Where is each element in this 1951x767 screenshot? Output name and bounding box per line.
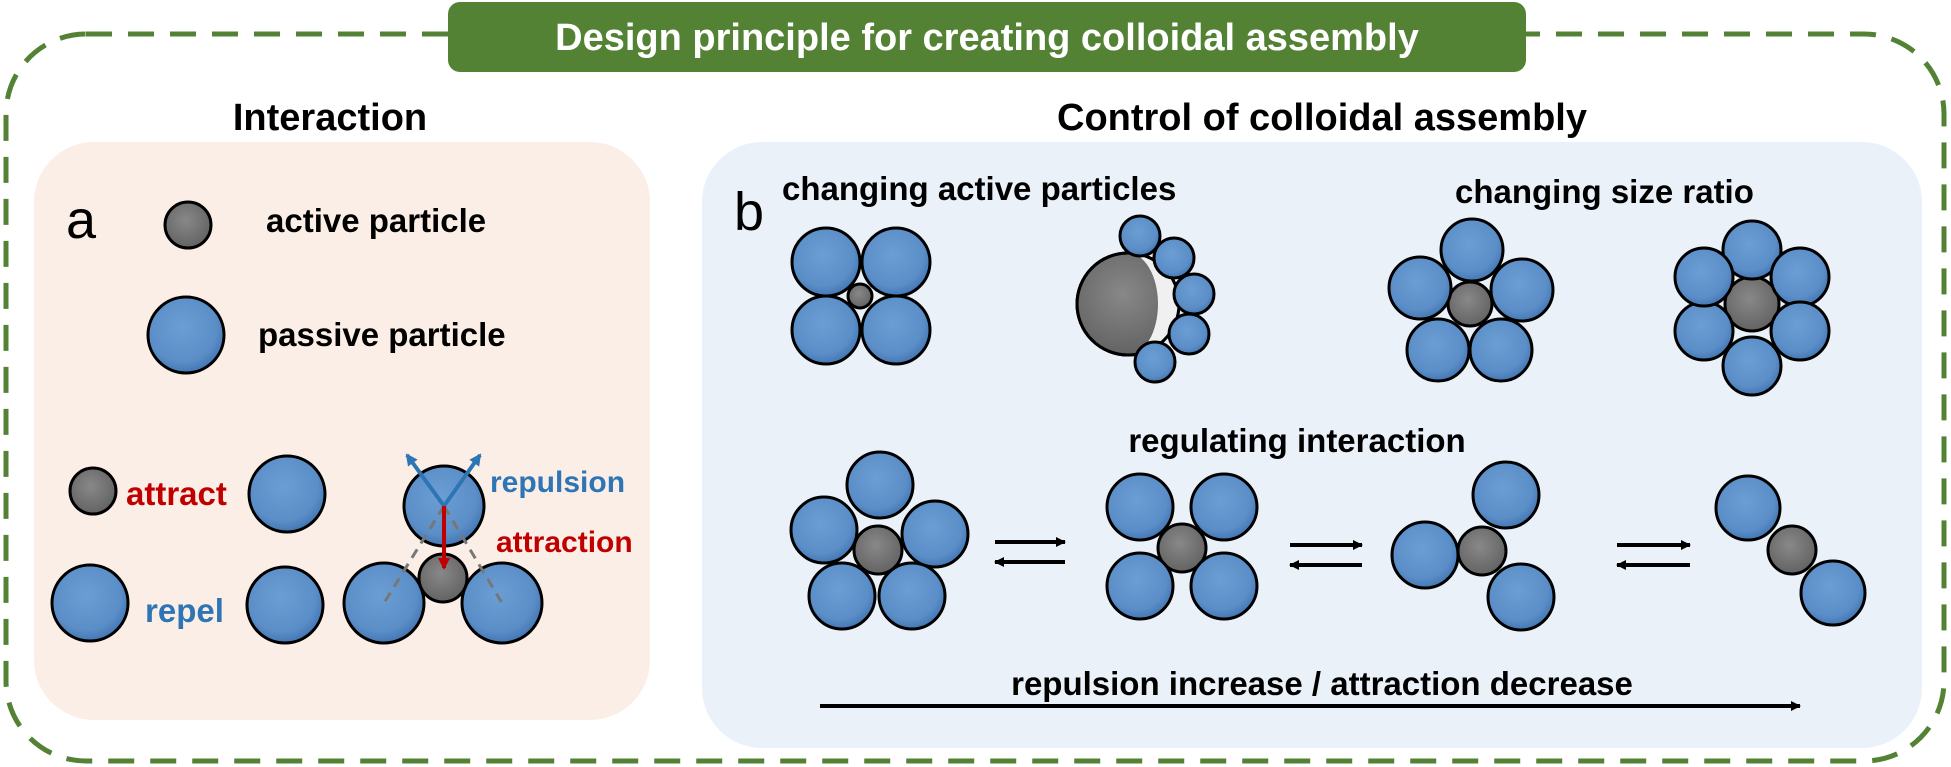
- repel-passive-particle-right: [245, 565, 325, 645]
- panel-b-background: [702, 142, 1922, 748]
- repulsion-arrow-left: [405, 453, 446, 508]
- cluster-janus-particle: [1075, 214, 1216, 384]
- attract-label: attract: [126, 475, 227, 512]
- changing-active-heading: changing active particles: [782, 170, 1176, 207]
- changing-size-heading: changing size ratio: [1455, 173, 1754, 210]
- cluster-hexagon-six: [1673, 219, 1831, 397]
- panel-b-letter: b: [734, 182, 764, 242]
- regulating-cluster-five: [789, 450, 970, 631]
- title-banner: [448, 2, 1526, 72]
- regulating-cluster-two: [1714, 474, 1867, 627]
- dashed-guide-right: [442, 505, 504, 604]
- legend-passive-label: passive particle: [258, 316, 506, 353]
- dashed-guide-left: [382, 505, 446, 604]
- trend-axis-label: repulsion increase / attraction decrease: [1011, 665, 1633, 702]
- cluster-square-four: [790, 226, 932, 366]
- cluster-pentagon-five: [1387, 217, 1555, 383]
- force-diagram: [342, 453, 544, 645]
- repel-passive-particle-left: [50, 563, 130, 643]
- regulating-heading: regulating interaction: [1128, 422, 1465, 459]
- equilibrium-arrows-1: [994, 537, 1066, 567]
- panel-b-heading: Control of colloidal assembly: [1057, 97, 1587, 139]
- panel-a-heading: Interaction: [233, 97, 427, 139]
- repel-label: repel: [145, 592, 224, 629]
- figure-title: Design principle for creating colloidal …: [555, 17, 1419, 59]
- attraction-label: attraction: [496, 526, 633, 559]
- force-right-passive: [460, 561, 544, 645]
- equilibrium-arrows-3: [1616, 540, 1691, 570]
- regulating-cluster-three: [1390, 460, 1556, 632]
- force-left-passive: [342, 561, 426, 645]
- panel-a-letter: a: [66, 190, 97, 250]
- attract-passive-particle: [247, 454, 327, 534]
- equilibrium-arrows-2: [1289, 540, 1363, 570]
- legend-active-particle: [163, 200, 213, 250]
- attract-active-particle: [68, 466, 118, 516]
- repulsion-arrow-right: [442, 453, 482, 508]
- regulating-cluster-four: [1105, 472, 1259, 621]
- repulsion-label: repulsion: [490, 466, 625, 499]
- legend-active-label: active particle: [266, 202, 486, 239]
- legend-passive-particle: [146, 295, 226, 375]
